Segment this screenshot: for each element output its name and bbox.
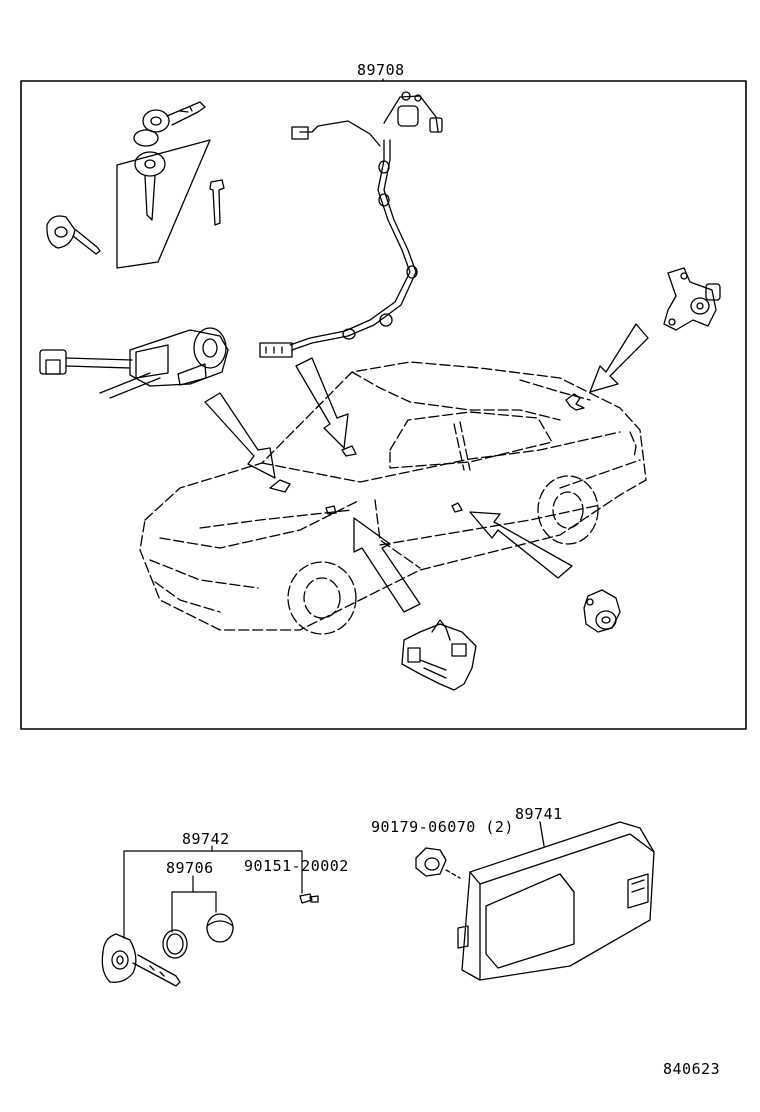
arrow-to-door bbox=[469, 511, 573, 579]
label-89742: 89742 bbox=[182, 830, 230, 848]
door-lock-assembly bbox=[401, 619, 477, 691]
master-key-icon bbox=[142, 101, 206, 133]
arrow-to-ignition bbox=[204, 392, 276, 479]
sub-key-icon bbox=[134, 151, 166, 221]
car-lock-markers bbox=[269, 393, 585, 515]
leader-89741 bbox=[539, 821, 545, 847]
label-90179-06070: 90179-06070 (2) bbox=[371, 818, 514, 836]
label-90151-20002: 90151-20002 bbox=[244, 857, 349, 875]
label-89706: 89706 bbox=[166, 859, 214, 877]
arrow-to-harness bbox=[295, 357, 349, 449]
label-89741: 89741 bbox=[515, 805, 563, 823]
ecu-module-icon bbox=[457, 821, 655, 981]
label-89708: 89708 bbox=[357, 61, 405, 79]
transponder-key-icon bbox=[46, 215, 101, 255]
transponder-chip-icon bbox=[206, 913, 234, 943]
key-ring-icon bbox=[133, 129, 159, 147]
key-blank-icon bbox=[209, 179, 225, 226]
trunk-lock-cylinder bbox=[663, 267, 721, 331]
bracket-89706 bbox=[171, 875, 217, 933]
door-lock-cylinder bbox=[583, 589, 621, 633]
ecu-bolt-icon bbox=[415, 847, 461, 879]
wire-harness bbox=[259, 91, 443, 358]
label-drawing-number: 840623 bbox=[663, 1060, 721, 1078]
arrow-to-trunk bbox=[589, 323, 649, 393]
bracket-89742 bbox=[123, 845, 303, 939]
key-with-transponder-icon bbox=[101, 933, 181, 987]
ignition-switch bbox=[39, 327, 229, 399]
screw-icon bbox=[299, 893, 319, 904]
arrow-to-door-lock bbox=[353, 517, 421, 613]
key-tag-card bbox=[116, 139, 211, 269]
o-ring-icon bbox=[162, 929, 188, 959]
car-outline bbox=[139, 361, 647, 635]
assembly-frame bbox=[20, 80, 747, 730]
